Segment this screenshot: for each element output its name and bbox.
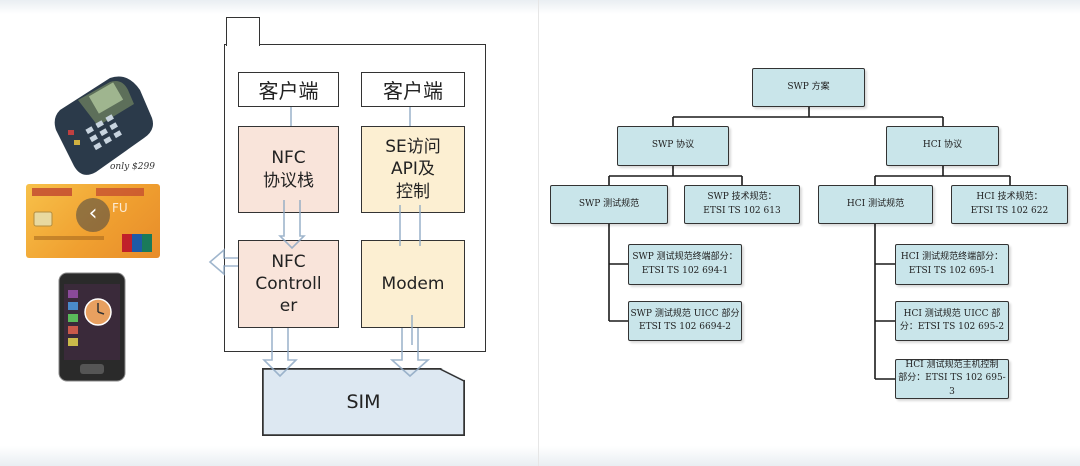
panel-divider (538, 0, 539, 466)
top-shade (0, 0, 1080, 14)
nfc-controller-block: NFC Controll er (238, 240, 339, 328)
device-frame-tab (226, 17, 260, 46)
tree-hci-test-spec: HCI 测试规范 (818, 185, 933, 224)
client-left-box: 客户端 (238, 72, 339, 107)
mobile-phone-image (58, 272, 126, 382)
chevron-left-icon[interactable]: ‹ (76, 198, 110, 232)
tree-hci-terminal: HCI 测试规范终端部分： ETSI TS 102 695-1 (895, 244, 1009, 285)
svg-text:FU: FU (112, 201, 128, 215)
tree-swp-terminal: SWP 测试规范终端部分： ETSI TS 102 694-1 (628, 244, 742, 285)
tree-swp-protocol: SWP 协议 (617, 126, 729, 166)
bottom-shade (0, 446, 1080, 466)
tree-swp-uicc: SWP 测试规范 UICC 部分 ETSI TS 102 6694-2 (628, 301, 742, 341)
bank-card-image: FU ‹ (26, 184, 160, 258)
se-api-block: SE访问 API及 控制 (361, 126, 465, 213)
tree-root: SWP 方案 (752, 68, 865, 107)
tree-hci-host: HCI 测试规范主机控制 部分：ETSI TS 102 695-3 (895, 359, 1009, 399)
modem-block: Modem (361, 240, 465, 328)
nfc-stack-block: NFC 协议栈 (238, 126, 339, 213)
tree-swp-tech-spec: SWP 技术规范： ETSI TS 102 613 (684, 185, 800, 224)
tree-hci-protocol: HCI 协议 (886, 126, 999, 166)
pos-price-label: only $299 (110, 162, 155, 172)
sim-block: SIM (262, 368, 465, 436)
tree-swp-test-spec: SWP 测试规范 (550, 185, 668, 224)
tree-hci-uicc: HCI 测试规范 UICC 部 分：ETSI TS 102 695-2 (895, 301, 1009, 341)
pos-terminal-image (48, 70, 158, 180)
tree-hci-tech-spec: HCI 技术规范： ETSI TS 102 622 (951, 185, 1068, 224)
client-right-box: 客户端 (361, 72, 465, 107)
